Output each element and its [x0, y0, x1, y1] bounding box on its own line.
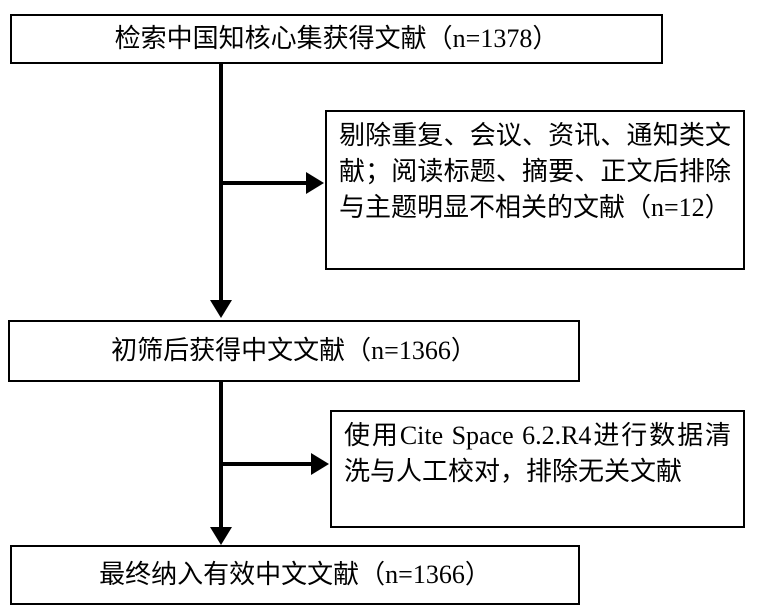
- flow-box-exclusion-2-label: 使用Cite Space 6.2.R4进行数据清洗与人工校对，排除无关文献: [344, 421, 731, 486]
- arrowhead-down-2-icon: [210, 527, 232, 545]
- flow-box-final: 最终纳入有效中文文献（n=1366）: [10, 545, 580, 605]
- flow-box-exclusion-2: 使用Cite Space 6.2.R4进行数据清洗与人工校对，排除无关文献: [330, 410, 745, 528]
- flow-box-screened-label: 初筛后获得中文文献（n=1366）: [111, 336, 477, 365]
- flow-box-exclusion-1: 剔除重复、会议、资讯、通知类文献；阅读标题、摘要、正文后排除与主题明显不相关的文…: [325, 110, 745, 270]
- arrowhead-right-2-icon: [311, 453, 329, 475]
- arrowhead-down-1-icon: [210, 300, 232, 318]
- flow-box-search-label: 检索中国知核心集获得文献（n=1378）: [114, 24, 559, 53]
- arrowhead-right-1-icon: [306, 172, 324, 194]
- arrow-line-down-2: [219, 382, 223, 529]
- arrow-line-right-1: [221, 181, 307, 185]
- flow-box-search: 检索中国知核心集获得文献（n=1378）: [10, 14, 663, 64]
- flow-box-final-label: 最终纳入有效中文文献（n=1366）: [99, 560, 491, 589]
- arrow-line-right-2: [221, 462, 312, 466]
- flow-box-exclusion-1-label: 剔除重复、会议、资讯、通知类文献；阅读标题、摘要、正文后排除与主题明显不相关的文…: [339, 121, 731, 222]
- flow-box-screened: 初筛后获得中文文献（n=1366）: [8, 320, 580, 382]
